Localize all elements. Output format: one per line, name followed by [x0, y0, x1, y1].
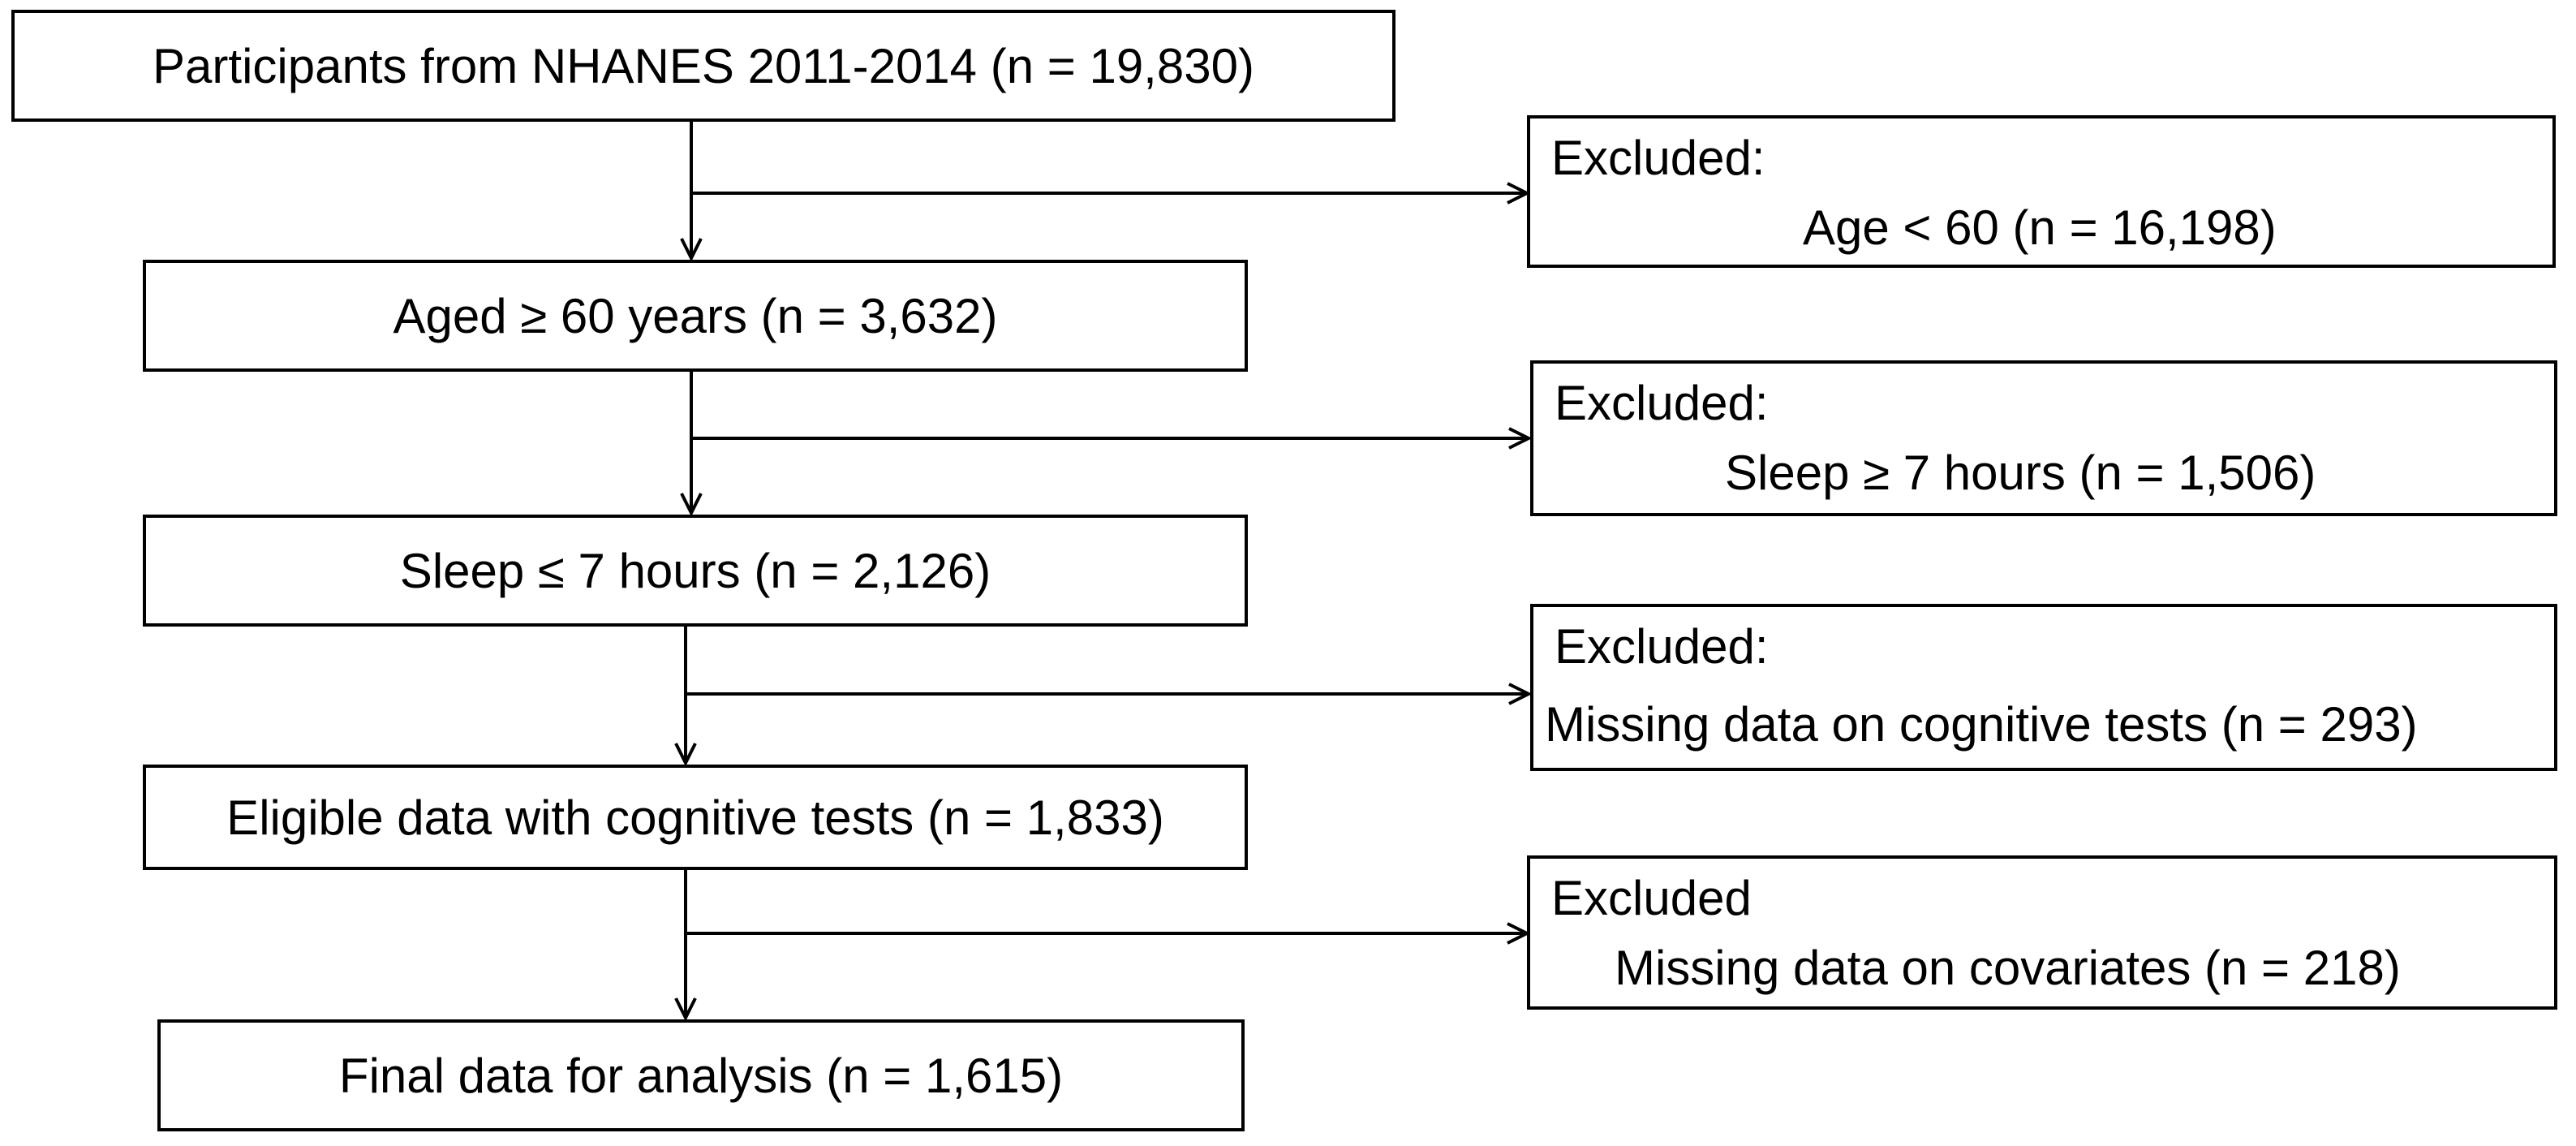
- step-sleep-text: Sleep ≤ 7 hours (n = 2,126): [399, 543, 991, 598]
- step-eligible-text: Eligible data with cognitive tests (n = …: [226, 790, 1164, 845]
- exclusion-age-title: Excluded:: [1551, 131, 1765, 185]
- exclusion-covariates-title: Excluded: [1551, 871, 1752, 925]
- step-final-text: Final data for analysis (n = 1,615): [338, 1048, 1064, 1103]
- exclusion-covariates-reason: Missing data on covariates (n = 218): [1615, 941, 2401, 995]
- step-eligible-box: Eligible data with cognitive tests (n = …: [143, 765, 1248, 870]
- exclusion-covariates-box: Excluded Missing data on covariates (n =…: [1527, 855, 2557, 1010]
- exclusion-sleep-box: Excluded: Sleep ≥ 7 hours (n = 1,506): [1530, 360, 2557, 516]
- exclusion-age-box: Excluded: Age < 60 (n = 16,198): [1527, 115, 2556, 268]
- exclusion-sleep-reason: Sleep ≥ 7 hours (n = 1,506): [1725, 446, 2316, 500]
- exclusion-cognitive-title: Excluded:: [1555, 619, 1769, 674]
- exclusion-age-reason: Age < 60 (n = 16,198): [1803, 200, 2277, 255]
- step-aged-box: Aged ≥ 60 years (n = 3,632): [143, 260, 1248, 372]
- step-sleep-box: Sleep ≤ 7 hours (n = 2,126): [143, 515, 1248, 627]
- exclusion-cognitive-box: Excluded: Missing data on cognitive test…: [1530, 604, 2557, 771]
- exclusion-sleep-title: Excluded:: [1555, 376, 1769, 430]
- step-final-box: Final data for analysis (n = 1,615): [157, 1019, 1245, 1131]
- step-participants-text: Participants from NHANES 2011-2014 (n = …: [153, 38, 1254, 93]
- step-participants-box: Participants from NHANES 2011-2014 (n = …: [11, 10, 1396, 122]
- exclusion-cognitive-reason: Missing data on cognitive tests (n = 293…: [1545, 697, 2418, 752]
- step-aged-text: Aged ≥ 60 years (n = 3,632): [393, 288, 998, 343]
